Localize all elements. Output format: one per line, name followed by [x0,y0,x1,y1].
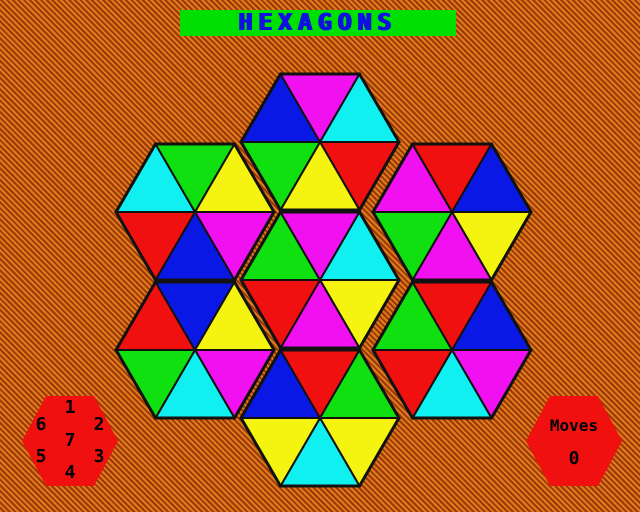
hexagon-7-outline [239,348,401,488]
moves-panel: Moves 0 [526,396,622,486]
key-6[interactable]: 6 [35,414,47,435]
rotation-keypad: 1 2 3 4 5 6 7 [22,396,118,486]
hexagon-6-outline [371,280,533,420]
hexagon-3-outline [371,142,533,282]
key-1[interactable]: 1 [64,397,76,418]
hexagon-5-outline [114,280,276,420]
title-bar: HEXAGONS [180,10,456,36]
key-2[interactable]: 2 [93,414,105,435]
keypad-hexagon-shape [22,396,118,486]
moves-label: Moves [549,416,599,435]
hexagon-2-outline [114,142,276,282]
game-title: HEXAGONS [238,10,398,36]
moves-count: 0 [568,448,580,469]
hexagon-1-outline [239,72,401,212]
moves-hexagon-shape [526,396,622,486]
hexagon-4-outline [239,210,401,350]
key-4[interactable]: 4 [64,462,76,483]
key-7[interactable]: 7 [64,430,76,451]
key-3[interactable]: 3 [93,446,105,467]
key-5[interactable]: 5 [35,446,47,467]
